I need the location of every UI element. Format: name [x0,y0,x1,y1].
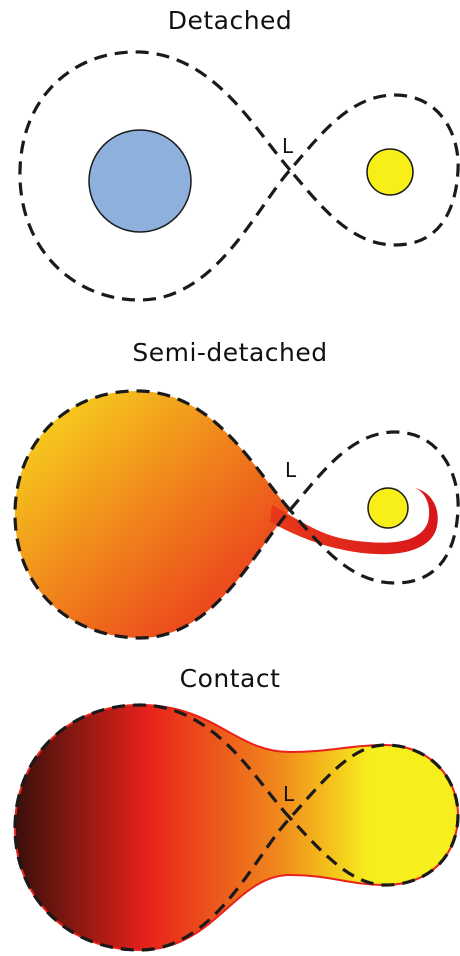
panel-semi-detached: L [15,391,458,638]
lagrange-point-label: L [283,782,295,806]
primary-star-filled-lobe [15,391,290,638]
lagrange-point-label: L [282,134,294,158]
lagrange-point-label: L [285,458,297,482]
secondary-star [368,488,408,528]
mass-transfer-stream [270,488,438,554]
panel-detached: L [20,52,458,300]
panel-contact: L [15,705,458,950]
secondary-star [367,149,413,195]
primary-star [89,130,191,232]
common-envelope [15,705,458,950]
